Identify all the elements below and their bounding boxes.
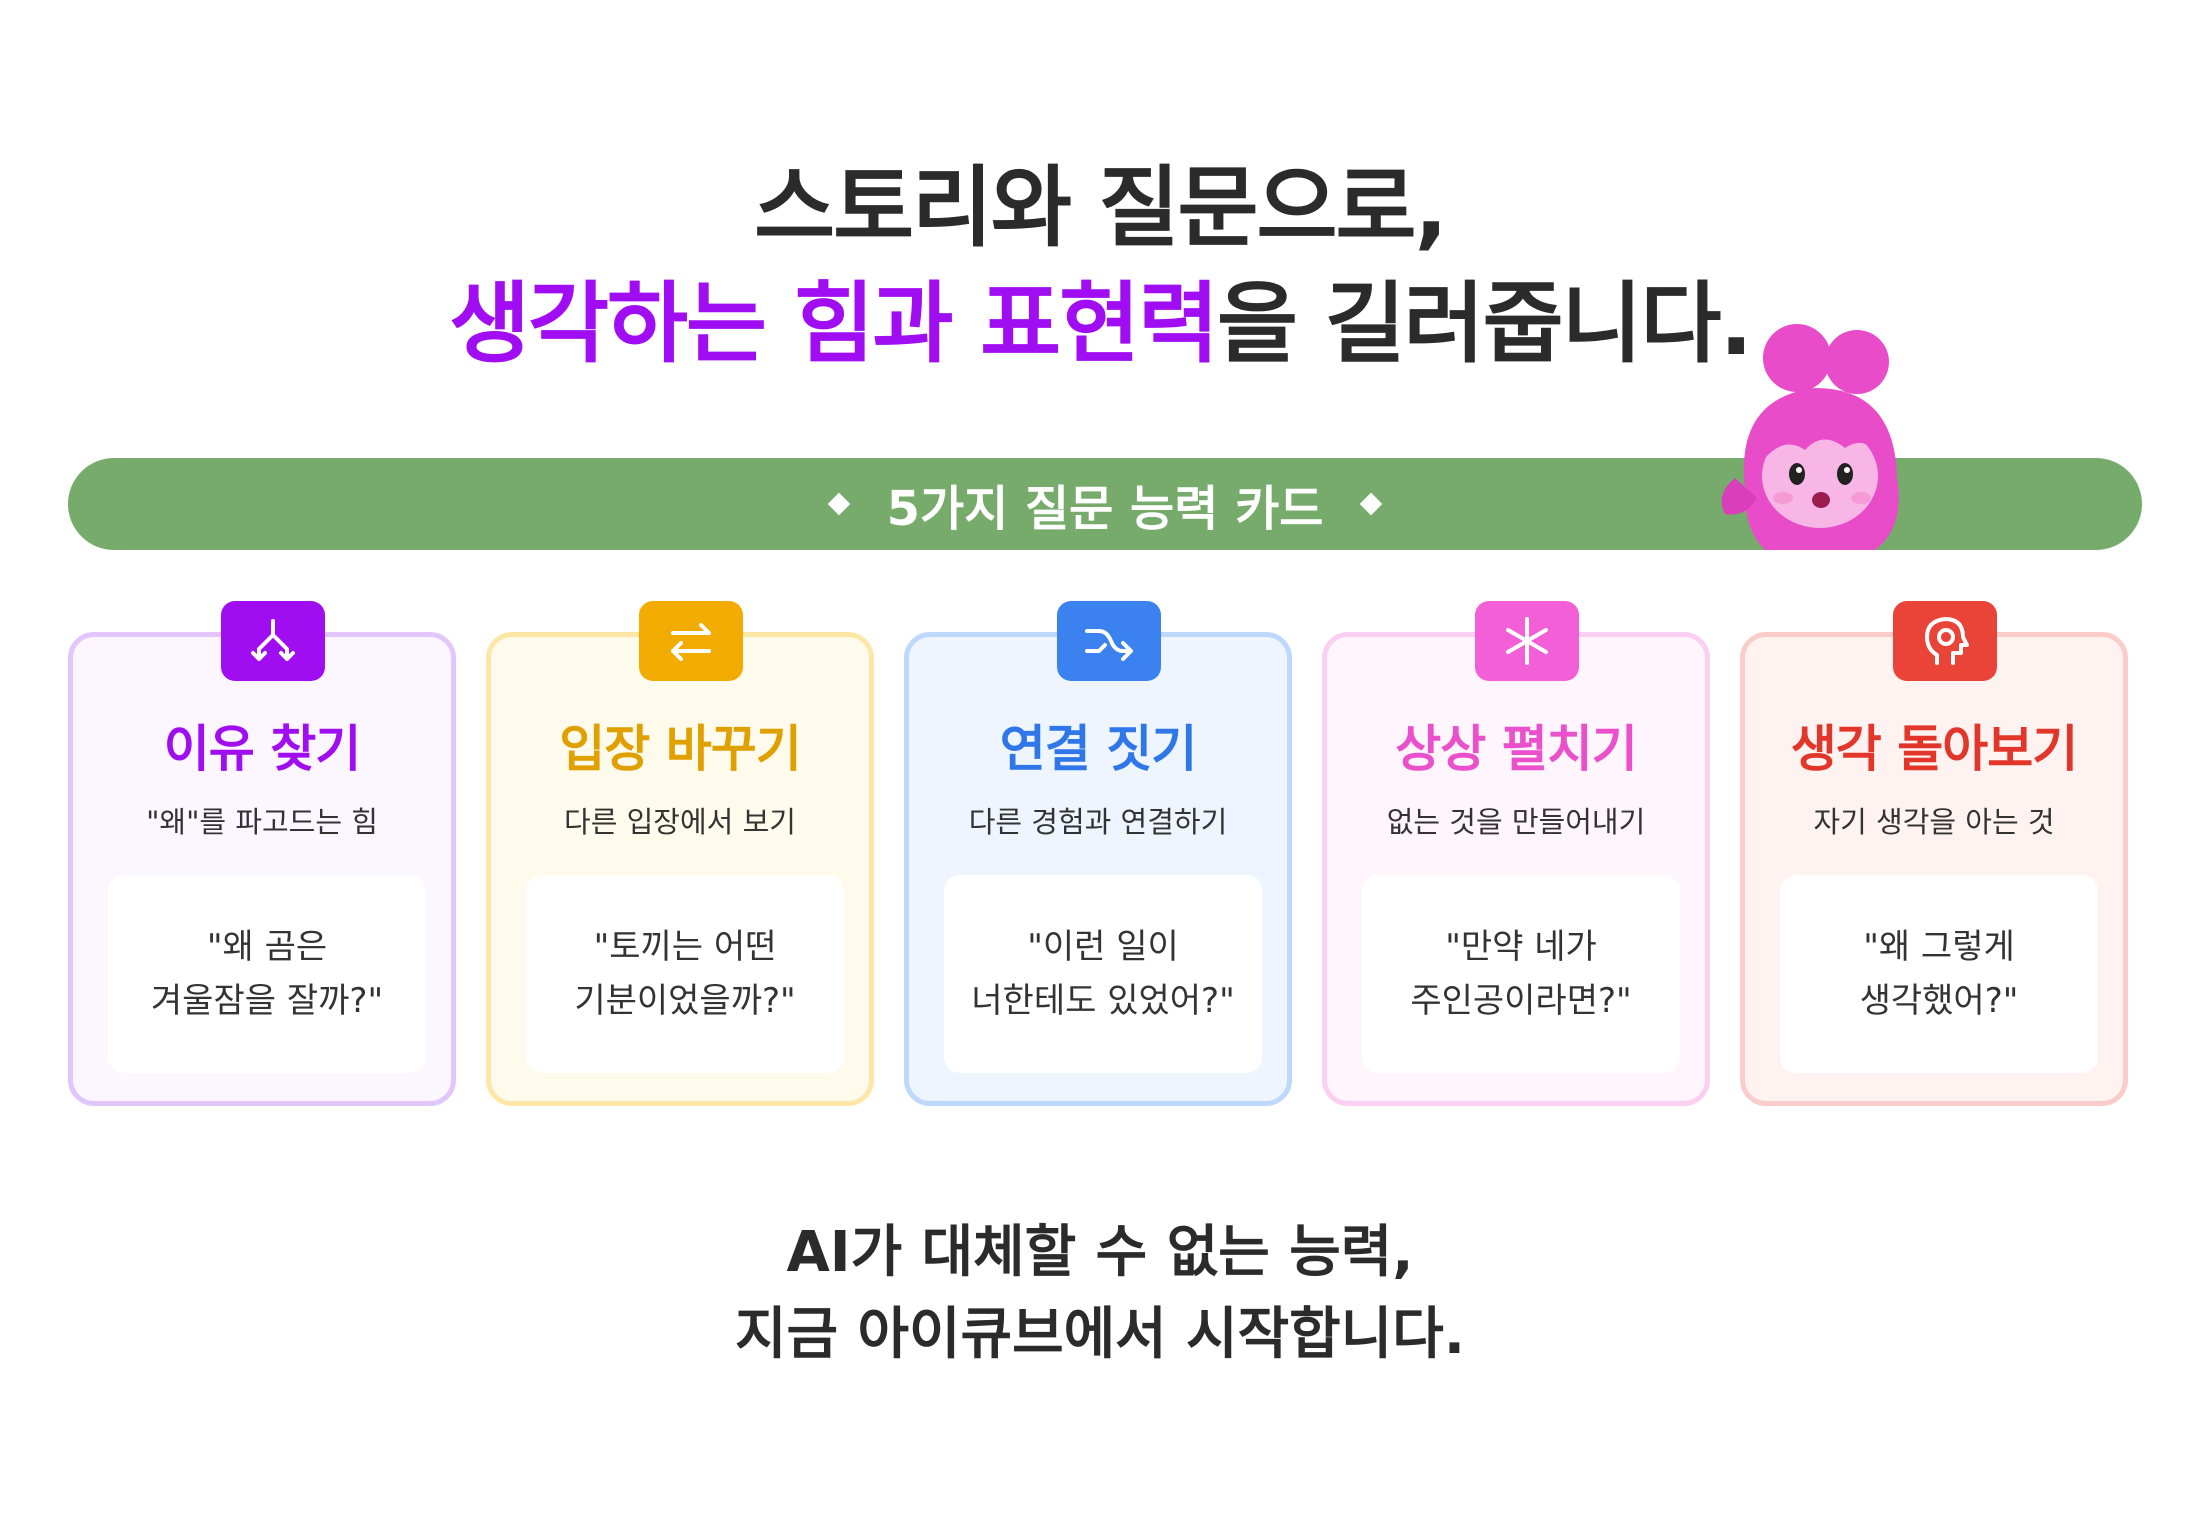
card-quote: "토끼는 어떤 기분이었을까?" [526, 875, 844, 1073]
diamond-left-icon [827, 492, 850, 516]
card-quote: "만약 네가 주인공이라면?" [1362, 875, 1680, 1073]
card-subtitle: 자기 생각을 아는 것 [1813, 805, 2055, 839]
merge-arrow-icon [1085, 629, 1133, 661]
card-quote: "이런 일이 너한테도 있었어?" [944, 875, 1262, 1073]
asterisk-icon [1506, 617, 1548, 665]
card-tab [1475, 601, 1579, 681]
headline-line-1: 스토리와 질문으로, [754, 156, 1448, 259]
branch-icon [251, 619, 295, 661]
card-subtitle: 없는 것을 만들어내기 [1386, 805, 1646, 839]
headline-rest: 을 길러줍니다. [1217, 272, 1753, 375]
card-tab [1893, 601, 1997, 681]
card-title: 상상 펼치기 [1395, 720, 1637, 778]
card-connection[interactable]: 연결 짓기 다른 경험과 연결하기 "이런 일이 너한테도 있었어?" [904, 601, 1292, 1106]
card-subtitle: 다른 입장에서 보기 [564, 805, 796, 839]
card-title: 생각 돌아보기 [1790, 720, 2078, 778]
card-reflection[interactable]: 생각 돌아보기 자기 생각을 아는 것 "왜 그렇게 생각했어?" [1740, 601, 2128, 1106]
card-reason-finding[interactable]: 이유 찾기 "왜"를 파고드는 힘 "왜 곰은 겨울잠을 잘까?" [68, 601, 456, 1106]
card-subtitle: "왜"를 파고드는 힘 [146, 805, 378, 839]
card-title: 연결 짓기 [999, 720, 1197, 778]
footer-message: AI가 대체할 수 없는 능력, 지금 아이큐브에서 시작합니다. [0, 1212, 2200, 1376]
banner-label: 5가지 질문 능력 카드 [886, 481, 1324, 537]
card-imagination[interactable]: 상상 펼치기 없는 것을 만들어내기 "만약 네가 주인공이라면?" [1322, 601, 1710, 1106]
card-tab [639, 601, 743, 681]
footer-line-2: 지금 아이큐브에서 시작합니다. [734, 1302, 1466, 1367]
diamond-right-icon [1360, 492, 1383, 516]
card-tab [221, 601, 325, 681]
headline-line-2: 생각하는 힘과 표현력을 길러줍니다. [0, 266, 2200, 382]
card-quote: "왜 그렇게 생각했어?" [1780, 875, 2098, 1073]
card-title: 입장 바꾸기 [559, 720, 801, 778]
card-tab [1057, 601, 1161, 681]
head-brain-icon [1925, 617, 1969, 665]
card-title: 이유 찾기 [163, 720, 361, 778]
card-subtitle: 다른 경험과 연결하기 [968, 805, 1228, 839]
headline-highlight: 생각하는 힘과 표현력 [449, 272, 1219, 375]
headline: 스토리와 질문으로, 생각하는 힘과 표현력을 길러줍니다. [0, 150, 2200, 382]
mascot-character [1721, 324, 1899, 550]
swap-arrows-icon [671, 623, 711, 661]
card-quote: "왜 곰은 겨울잠을 잘까?" [108, 875, 426, 1073]
footer-line-1: AI가 대체할 수 없는 능력, [786, 1220, 1414, 1285]
card-perspective-change[interactable]: 입장 바꾸기 다른 입장에서 보기 "토끼는 어떤 기분이었을까?" [486, 601, 874, 1106]
